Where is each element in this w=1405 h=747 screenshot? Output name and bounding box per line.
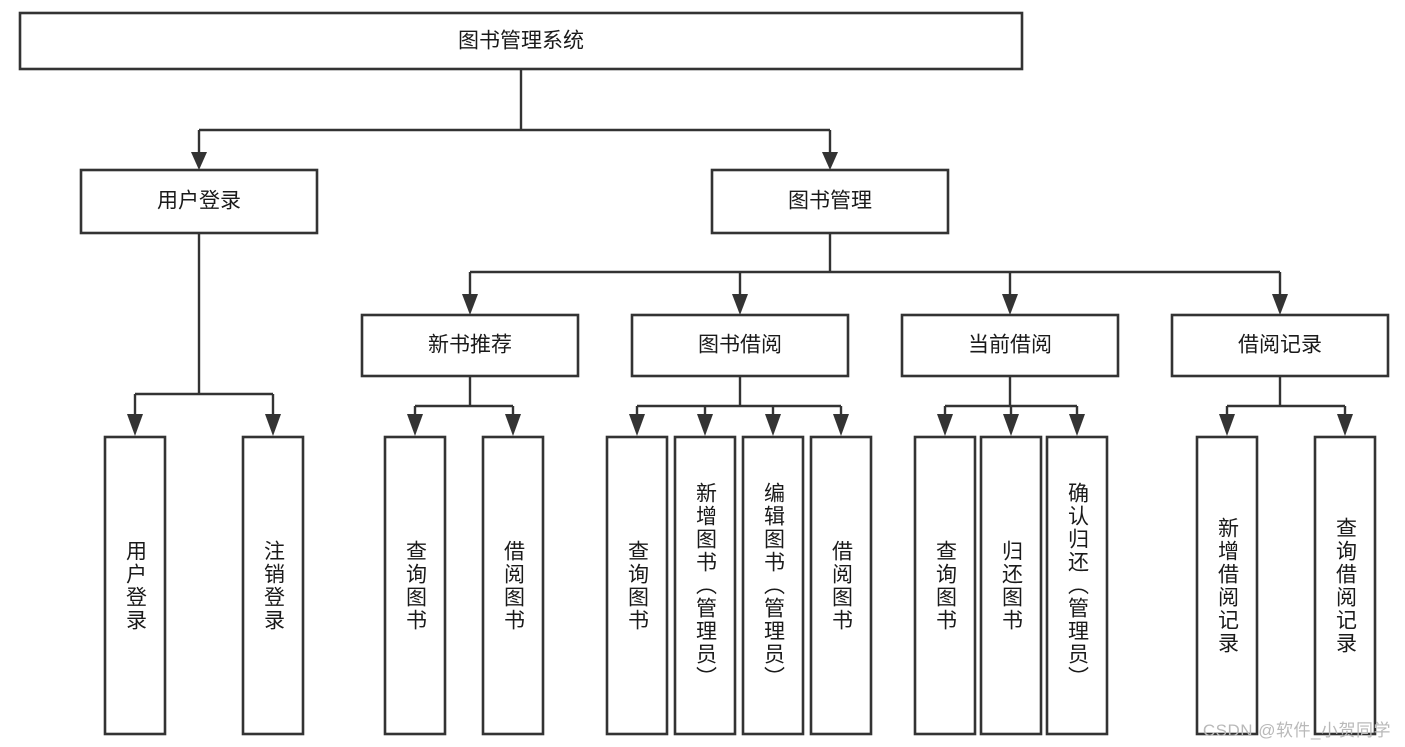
arrowhead-book-borrow	[732, 294, 748, 315]
node-current-borrow-label: 当前借阅	[968, 334, 1052, 357]
node-book-management-label: 图书管理	[788, 190, 872, 213]
watermark-text: CSDN @软件_小贺同学	[1202, 721, 1391, 740]
node-leaf-query-book-2-box[interactable]	[605, 435, 669, 736]
arrowhead-new-book-recommend	[462, 294, 478, 315]
arrowhead-leaf-add-record	[1219, 414, 1235, 436]
node-borrow-record-box[interactable]	[1170, 313, 1390, 378]
leaf-boxes	[103, 435, 1377, 736]
node-book-borrow-label: 图书借阅	[698, 334, 782, 357]
arrowhead-leaf-borrow-book-1	[505, 414, 521, 436]
arrowhead-leaf-user-login	[127, 414, 143, 436]
node-leaf-confirm-return-box[interactable]	[1045, 435, 1109, 736]
node-leaf-borrow-book-1-box[interactable]	[481, 435, 545, 736]
arrowhead-book-management	[822, 152, 838, 170]
arrowhead-leaf-query-book-1	[407, 414, 423, 436]
node-leaf-user-login-box[interactable]	[103, 435, 167, 736]
node-book-management-box[interactable]	[710, 168, 950, 235]
node-current-borrow-box[interactable]	[900, 313, 1120, 378]
node-leaf-edit-book-box[interactable]	[741, 435, 805, 736]
node-leaf-add-book-box[interactable]	[673, 435, 737, 736]
node-root[interactable]: 图书管理系统	[18, 11, 1024, 71]
node-current-borrow[interactable]: 当前借阅	[900, 313, 1120, 378]
node-leaf-borrow-book-2-box[interactable]	[809, 435, 873, 736]
arrowhead-leaf-confirm-return	[1069, 414, 1085, 436]
arrowhead-borrow-record	[1272, 294, 1288, 315]
node-root-label: 图书管理系统	[458, 30, 584, 53]
node-book-borrow-box[interactable]	[630, 313, 850, 378]
arrowhead-user-login	[191, 152, 207, 170]
arrowhead-leaf-query-book-3	[937, 414, 953, 436]
arrowhead-leaf-return-book	[1003, 414, 1019, 436]
node-user-login[interactable]: 用户登录	[79, 168, 319, 235]
arrowhead-leaf-query-record	[1337, 414, 1353, 436]
node-book-borrow[interactable]: 图书借阅	[630, 313, 850, 378]
arrowhead-leaf-borrow-book-2	[833, 414, 849, 436]
node-leaf-add-record-box[interactable]	[1195, 435, 1259, 736]
node-book-management[interactable]: 图书管理	[710, 168, 950, 235]
node-root-box[interactable]	[18, 11, 1024, 71]
node-leaf-query-book-3-box[interactable]	[913, 435, 977, 736]
node-leaf-return-book-box[interactable]	[979, 435, 1043, 736]
node-new-book-recommend-label: 新书推荐	[428, 334, 512, 357]
node-leaf-query-record-box[interactable]	[1313, 435, 1377, 736]
arrowhead-leaf-edit-book	[765, 414, 781, 436]
arrowhead-leaf-add-book	[697, 414, 713, 436]
node-user-login-box[interactable]	[79, 168, 319, 235]
node-leaf-query-book-1-box[interactable]	[383, 435, 447, 736]
node-user-login-label: 用户登录	[157, 190, 241, 213]
arrowhead-leaf-logout-login	[265, 414, 281, 436]
node-borrow-record[interactable]: 借阅记录	[1170, 313, 1390, 378]
node-new-book-recommend[interactable]: 新书推荐	[360, 313, 580, 378]
node-leaf-logout-login-box[interactable]	[241, 435, 305, 736]
connectors	[127, 69, 1353, 436]
arrowhead-current-borrow	[1002, 294, 1018, 315]
node-borrow-record-label: 借阅记录	[1238, 334, 1322, 357]
node-new-book-recommend-box[interactable]	[360, 313, 580, 378]
arrowhead-leaf-query-book-2	[629, 414, 645, 436]
